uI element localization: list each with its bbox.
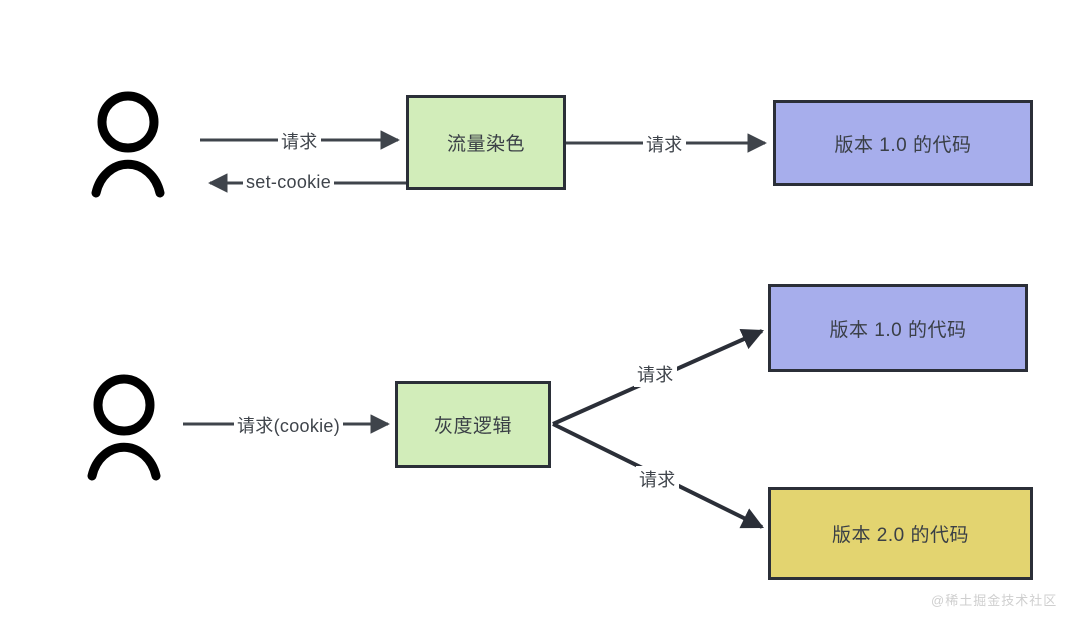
- node-gray-logic[interactable]: 灰度逻辑: [395, 381, 551, 468]
- edge-request-to-version-1-label: 请求: [643, 131, 686, 157]
- watermark-text: @稀土掘金技术社区: [931, 593, 1058, 608]
- node-version-1-bottom-label: 版本 1.0 的代码: [829, 319, 967, 341]
- node-traffic-coloring[interactable]: 流量染色: [406, 95, 566, 190]
- node-gray-logic-label: 灰度逻辑: [433, 416, 512, 437]
- node-version-1-top-label: 版本 1.0 的代码: [834, 134, 972, 156]
- edge-branch-to-version-2-label: 请求: [636, 466, 679, 492]
- node-version-1-top[interactable]: 版本 1.0 的代码: [773, 100, 1033, 186]
- edge-branch-to-version-1-label: 请求: [634, 361, 677, 387]
- node-version-1-bottom[interactable]: 版本 1.0 的代码: [768, 284, 1028, 372]
- node-traffic-coloring-label: 流量染色: [446, 134, 525, 155]
- edge-request-to-coloring-label: 请求: [278, 128, 321, 154]
- edge-request-cookie-label: 请求(cookie): [234, 412, 344, 438]
- node-version-2-label: 版本 2.0 的代码: [832, 525, 969, 546]
- edge-set-cookie-back-label: set-cookie: [243, 172, 335, 193]
- node-version-2[interactable]: 版本 2.0 的代码: [768, 487, 1033, 580]
- person-icon: [91, 91, 165, 198]
- person-icon: [87, 374, 161, 481]
